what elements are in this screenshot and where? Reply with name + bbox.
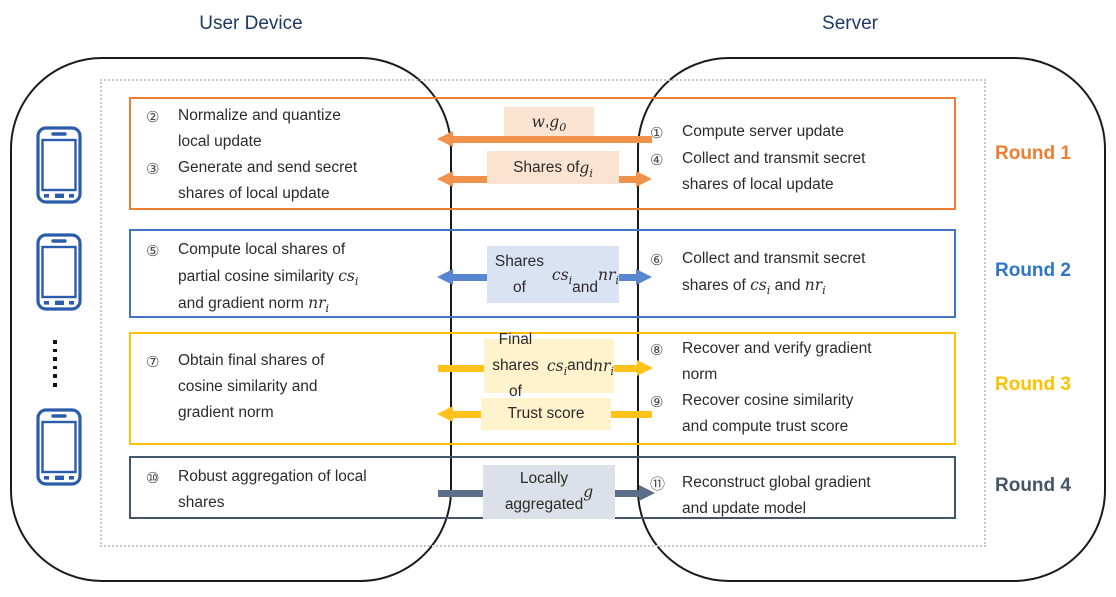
message-trust-score: Trust score [481, 398, 611, 430]
step-number: ④ [650, 150, 664, 169]
vertical-ellipsis-icon [53, 340, 57, 387]
step-text: Compute server update [682, 123, 844, 140]
arrowhead-left-icon [437, 131, 453, 147]
step-1: ① Compute server update [650, 119, 945, 145]
arrowhead-left-icon [437, 406, 453, 422]
step-text: Collect and transmit secret shares of lo… [682, 150, 866, 193]
step-10: ⑩ Robust aggregation of local shares [146, 464, 436, 516]
protocol-rounds-area [100, 79, 986, 547]
arrowhead-right-icon [639, 485, 655, 501]
phone-icon [36, 126, 82, 204]
step-text: Robust aggregation of local shares [178, 468, 367, 511]
server-boundary [637, 57, 1106, 582]
step-6: ⑥ Collect and transmit secret shares of … [650, 246, 945, 299]
step-3: ③ Generate and send secret shares of loc… [146, 155, 431, 207]
message-final-shares: Final shares of csi and nri [484, 331, 614, 400]
step-4: ④ Collect and transmit secret shares of … [650, 146, 945, 198]
phone-icon [36, 233, 82, 311]
arrowhead-right-icon [636, 269, 652, 285]
step-11: ⑪ Reconstruct global gradient and update… [650, 470, 945, 522]
arrowhead-left-icon [437, 269, 453, 285]
round-2-box [129, 229, 956, 318]
step-number: ⑤ [146, 241, 160, 260]
step-text: Recover cosine similarity and compute tr… [682, 392, 854, 435]
round-2-label: Round 2 [995, 260, 1071, 281]
step-number: ⑧ [650, 340, 664, 359]
step-number: ⑥ [650, 250, 664, 269]
step-text: Collect and transmit secret shares of cs… [682, 250, 866, 298]
phone-icon [36, 408, 82, 486]
step-9: ⑨ Recover cosine similarity and compute … [650, 388, 945, 440]
arrowhead-right-icon [636, 171, 652, 187]
round-1-label: Round 1 [995, 143, 1071, 164]
message-shares-of-csi-nri: Shares of csi and nri [487, 246, 619, 303]
arrowhead-right-icon [637, 360, 653, 376]
step-text: Reconstruct global gradient and update m… [682, 474, 871, 517]
step-2: ② Normalize and quantize local update [146, 103, 431, 155]
step-text: Recover and verify gradient norm [682, 340, 872, 383]
step-text: Generate and send secret shares of local… [178, 159, 358, 202]
arrowhead-left-icon [437, 171, 453, 187]
message-locally-aggregated-g: Locally aggregated g [483, 465, 615, 519]
step-number: ⑩ [146, 468, 160, 487]
step-number: ③ [146, 159, 160, 178]
user-device-boundary [10, 57, 452, 582]
step-text: Normalize and quantize local update [178, 107, 341, 150]
server-title: Server [822, 13, 878, 34]
message-shares-of-gi: Shares of gi [487, 151, 619, 184]
user-device-title: User Device [199, 13, 303, 34]
step-number: ⑦ [146, 352, 160, 371]
step-5: ⑤ Compute local shares of partial cosine… [146, 237, 436, 317]
step-8: ⑧ Recover and verify gradient norm [650, 336, 945, 388]
round-3-box [129, 332, 956, 445]
round-1-box [129, 97, 956, 210]
step-number: ① [650, 123, 664, 142]
step-text: Compute local shares of partial cosine s… [178, 241, 359, 316]
round-4-label: Round 4 [995, 475, 1071, 496]
step-text: Obtain final shares of cosine similarity… [178, 352, 325, 421]
arrow-w-g0 [437, 131, 652, 148]
step-number: ⑨ [650, 392, 664, 411]
step-number: ⑪ [650, 474, 666, 493]
step-7: ⑦ Obtain final shares of cosine similari… [146, 348, 431, 426]
message-w-g0: w, g0 [504, 107, 594, 136]
step-number: ② [146, 107, 160, 126]
round-3-label: Round 3 [995, 374, 1071, 395]
